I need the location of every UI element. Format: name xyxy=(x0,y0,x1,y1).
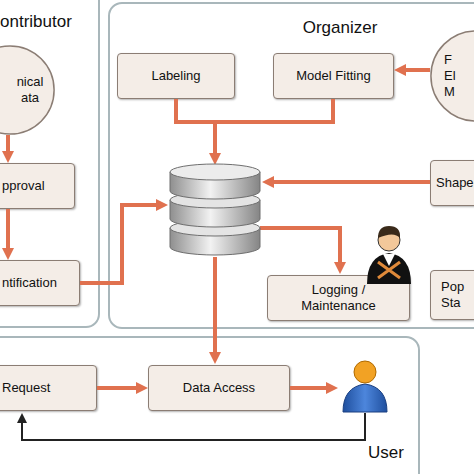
flow-arrow xyxy=(290,386,330,390)
flow-arrow xyxy=(6,135,10,155)
node-label: Request xyxy=(2,380,50,396)
node-label: F El M xyxy=(444,52,464,100)
data-circle: F El M xyxy=(430,30,474,122)
flow-arrow xyxy=(6,209,10,252)
circle-shape xyxy=(0,46,54,134)
node-label: Model Fitting xyxy=(296,68,370,84)
node-label: Pop Sta xyxy=(441,279,473,311)
process-box: Data Access xyxy=(148,365,290,411)
process-box: ntification xyxy=(0,260,80,306)
process-box: Request xyxy=(0,365,97,411)
flow-arrow xyxy=(260,228,340,266)
process-box: Pop Sta xyxy=(430,270,474,320)
node-label: nical ata xyxy=(10,74,50,106)
process-box: Model Fitting xyxy=(273,53,394,99)
node-label: Shape xyxy=(436,175,474,191)
node-label: Labeling xyxy=(151,68,200,84)
process-box: pproval xyxy=(0,163,75,209)
flow-arrow xyxy=(213,257,217,356)
flow-arrow xyxy=(176,99,215,157)
panel-title: Organizer xyxy=(280,18,400,38)
process-box: Labeling xyxy=(117,53,235,99)
swimlane-panel: User Request Data Access xyxy=(0,336,420,474)
node-label: ntification xyxy=(2,275,57,291)
circle-shape xyxy=(431,31,474,121)
node-label: Data Access xyxy=(183,380,255,396)
flow-arrow xyxy=(80,205,160,283)
flow-arrow xyxy=(215,99,333,122)
return-arrow xyxy=(22,413,365,440)
flow-arrow xyxy=(270,180,430,184)
flow-arrow xyxy=(402,68,430,72)
swimlane-panel: ontributor nical ata pproval ntification xyxy=(0,0,100,328)
process-box: Shape xyxy=(430,160,474,206)
user-icon xyxy=(343,361,387,412)
swimlane-panel: OrganizerLabeling Model Fitting F El M Shap… xyxy=(108,2,474,329)
panel-title: User xyxy=(368,443,418,463)
process-box: Logging / Maintenance xyxy=(267,275,410,321)
database-symbol xyxy=(170,164,260,255)
data-circle: nical ata xyxy=(0,45,55,135)
node-label: pproval xyxy=(2,178,45,194)
panel-title: ontributor xyxy=(0,12,90,32)
flow-arrow xyxy=(97,386,140,390)
node-label: Logging / Maintenance xyxy=(289,282,389,314)
